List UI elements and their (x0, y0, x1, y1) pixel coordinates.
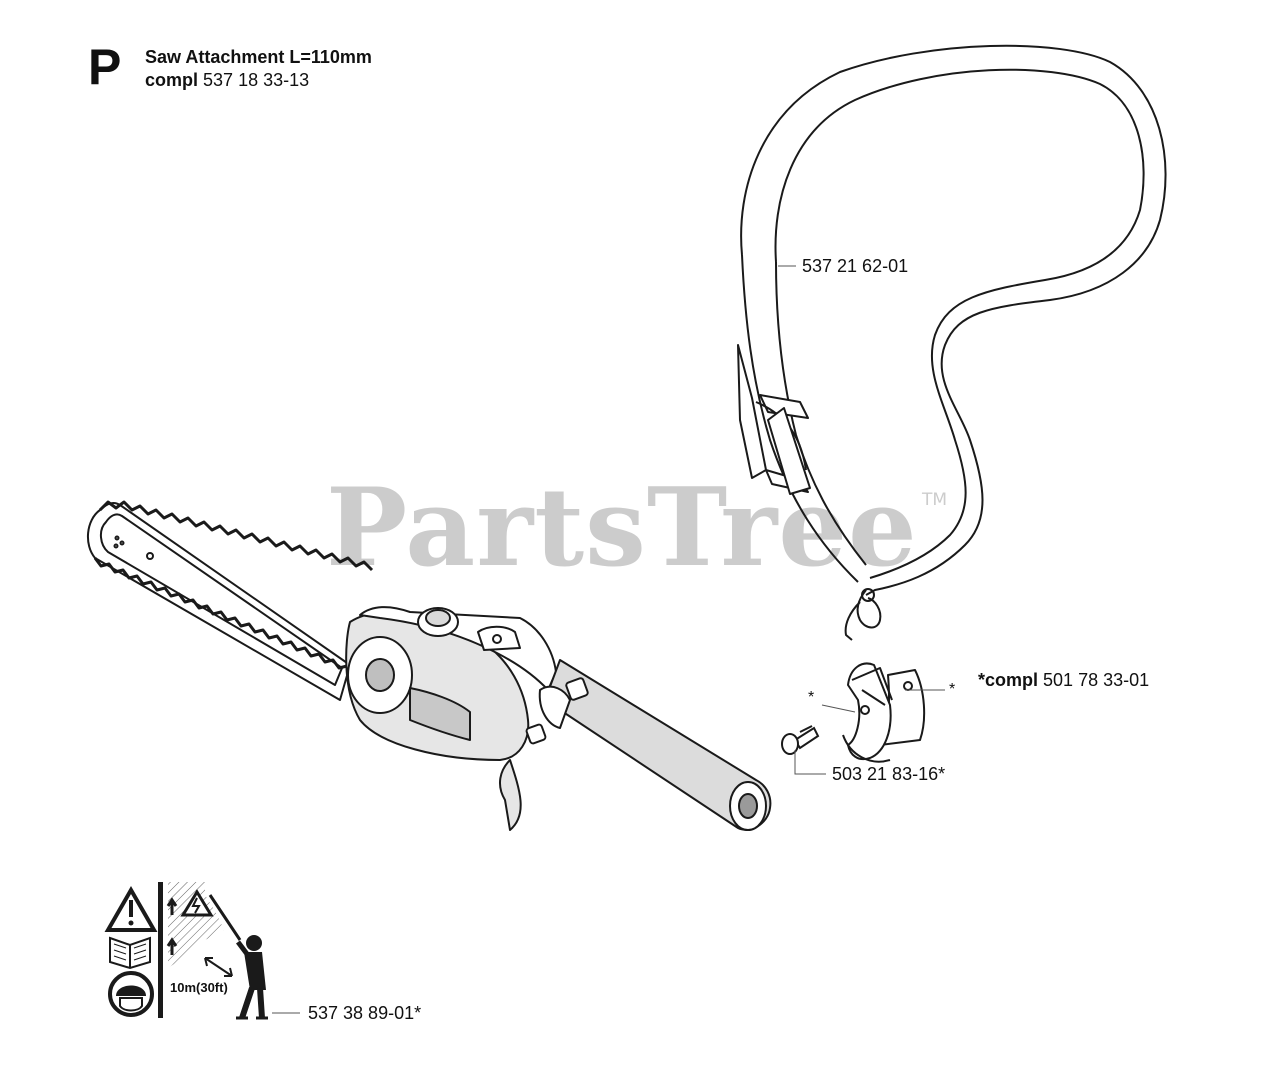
callout-strap[interactable]: 537 21 62-01 (802, 256, 909, 276)
clamp-right-star: * (949, 681, 956, 698)
clamp-kit-number: 501 78 33-01 (1043, 670, 1150, 690)
clamp-kit-prefix: *compl (978, 670, 1039, 690)
callout-clamp-kit[interactable]: *compl 501 78 33-01 (978, 670, 1149, 690)
section-letter: P (88, 39, 122, 95)
compl-part-number: 537 18 33-13 (203, 70, 310, 90)
clamp-left-star: * (808, 689, 815, 706)
shaft-tube (525, 659, 772, 831)
callout-screw[interactable]: 503 21 83-16* (832, 764, 946, 784)
trademark-mark: TM (922, 490, 948, 510)
leader-lines (272, 265, 945, 1014)
screw (781, 725, 820, 755)
decal-distance-label: 10m(30ft) (170, 980, 228, 995)
gear-head-housing (345, 606, 557, 831)
page-title: Saw Attachment L=110mm (145, 47, 372, 67)
callout-decal[interactable]: 537 38 89-01* (308, 1003, 422, 1023)
clamp-assembly (842, 662, 926, 763)
title-block: Saw Attachment L=110mm compl 537 18 33-1… (145, 46, 372, 92)
compl-label: compl (145, 70, 199, 90)
saw-bar-and-chain (87, 500, 374, 701)
shoulder-strap (737, 44, 1167, 641)
complete-assembly-line: compl 537 18 33-13 (145, 69, 372, 92)
safety-decal (104, 882, 268, 1020)
